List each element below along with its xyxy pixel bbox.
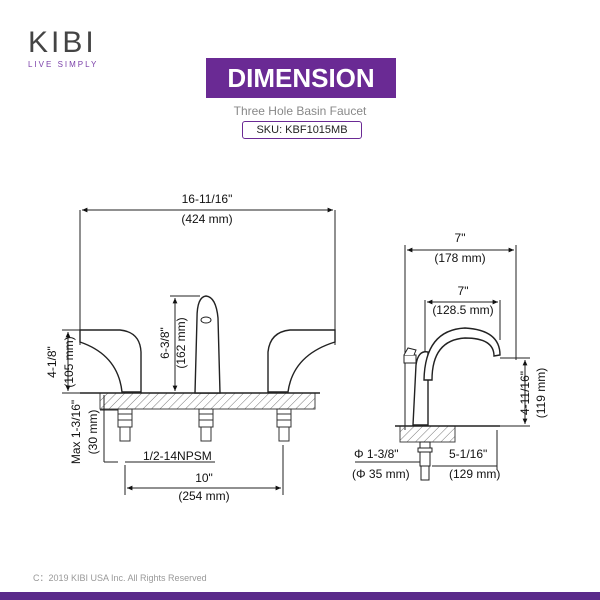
base-depth-mm-label: (129 mm) bbox=[449, 467, 500, 481]
front-view bbox=[62, 207, 336, 495]
spout-height-label: 6-3/8" bbox=[158, 327, 172, 359]
max-thickness-mm-label: (30 mm) bbox=[86, 410, 100, 455]
hole-diameter-mm-label: (Φ 35 mm) bbox=[352, 467, 410, 481]
hole-diameter-label: Φ 1-3/8" bbox=[354, 447, 399, 461]
reach-label: 7" bbox=[458, 284, 469, 298]
spread-label: 10" bbox=[195, 471, 213, 485]
brand-logo: KIBI LIVE SIMPLY bbox=[28, 26, 118, 70]
handle-height-mm-label: (105 mm) bbox=[62, 336, 76, 387]
page-title: DIMENSION bbox=[206, 58, 396, 98]
total-depth-label: 7" bbox=[455, 231, 466, 245]
footer-bar bbox=[0, 592, 600, 600]
brand-name: KIBI bbox=[28, 26, 97, 59]
copyright-notice: C：2019 KIBI USA Inc. All Rights Reserved bbox=[33, 573, 207, 583]
spout-height-mm-label: (162 mm) bbox=[174, 317, 188, 368]
product-subtitle: Three Hole Basin Faucet bbox=[233, 104, 367, 118]
connection-label: 1/2-14NPSM bbox=[143, 449, 212, 463]
brand-tagline: LIVE SIMPLY bbox=[28, 60, 99, 69]
reach-mm-label: (128.5 mm) bbox=[432, 303, 493, 317]
spread-mm-label: (254 mm) bbox=[178, 489, 229, 503]
overall-width-mm-label: (424 mm) bbox=[181, 212, 232, 226]
spout-clearance-mm-label: (119 mm) bbox=[534, 368, 548, 418]
max-thickness-label: Max 1-3/16" bbox=[69, 400, 83, 464]
spout-clearance-label: 4-11/16" bbox=[518, 371, 532, 415]
handle-height-label: 4-1/8" bbox=[45, 346, 59, 378]
sku-badge: SKU: KBF1015MB bbox=[242, 121, 362, 139]
side-view bbox=[355, 245, 530, 481]
overall-width-label: 16-11/16" bbox=[182, 192, 233, 206]
total-depth-mm-label: (178 mm) bbox=[434, 251, 485, 265]
base-depth-label: 5-1/16" bbox=[449, 447, 487, 461]
